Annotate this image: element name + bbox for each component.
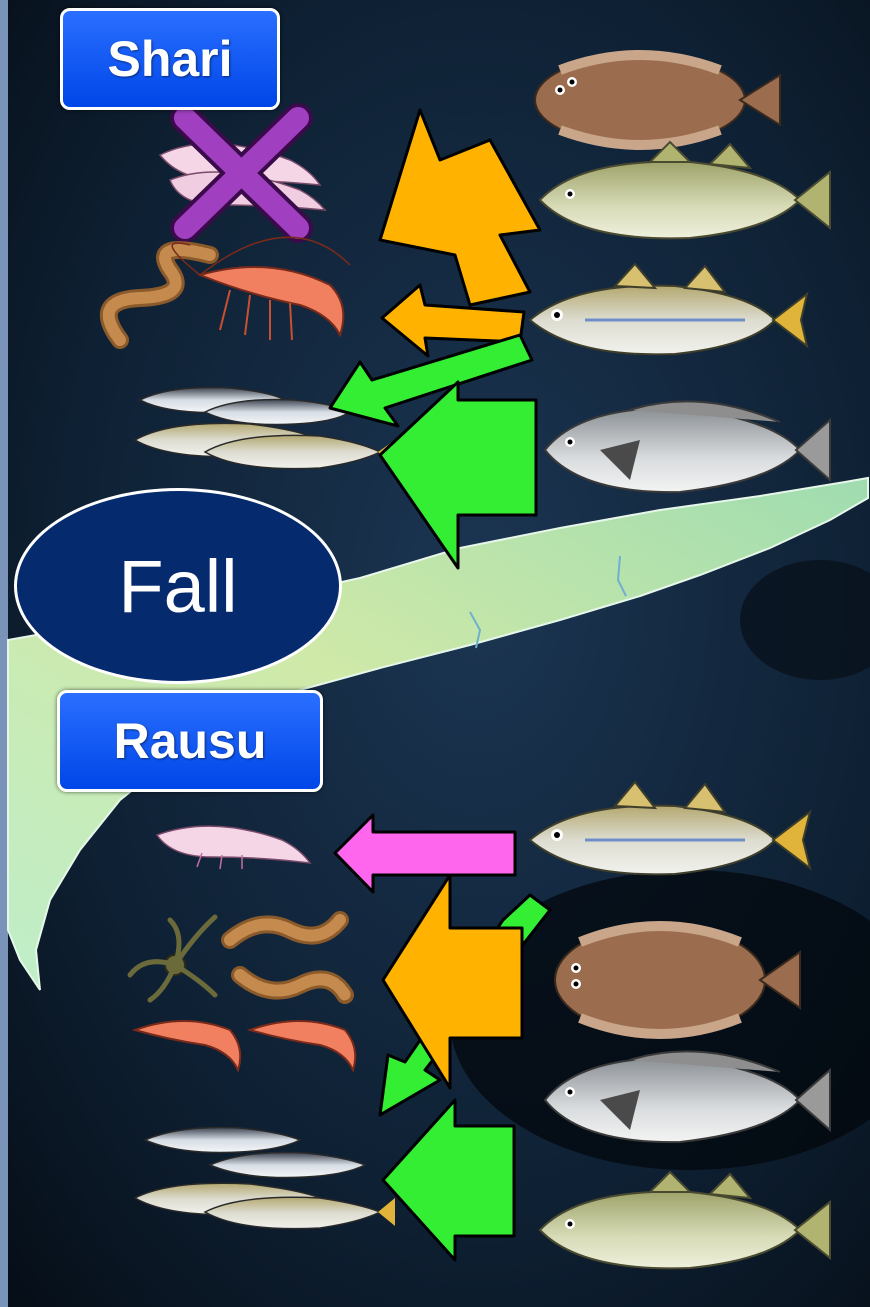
region-label-shari: Shari <box>60 8 280 110</box>
region-label-rausu: Rausu <box>57 690 323 792</box>
left-border-strip <box>0 0 8 1307</box>
season-label: Fall <box>14 488 342 684</box>
